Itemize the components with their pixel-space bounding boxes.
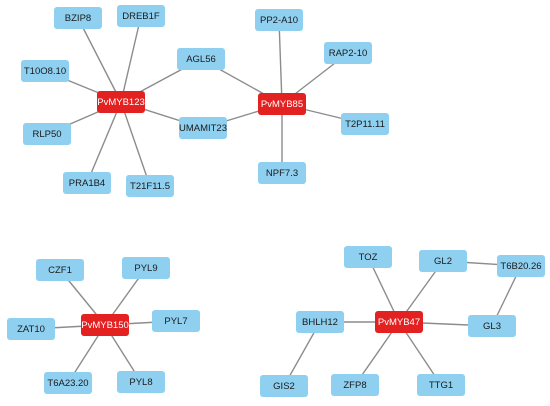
node-label: BZIP8: [65, 13, 91, 24]
gene-node-pyl9[interactable]: PYL9: [122, 257, 170, 279]
node-box: [177, 48, 225, 70]
gene-node-bhlh12[interactable]: BHLH12: [296, 311, 344, 333]
node-label: NPF7.3: [266, 168, 298, 179]
gene-node-t6b20-26[interactable]: T6B20.26: [497, 255, 545, 277]
gene-node-pra1b4[interactable]: PRA1B4: [63, 172, 111, 194]
node-label: PRA1B4: [69, 178, 105, 189]
gene-node-zfp8[interactable]: ZFP8: [331, 374, 379, 396]
gene-node-pyl7[interactable]: PYL7: [152, 310, 200, 332]
node-label: GL2: [434, 256, 452, 267]
gene-node-t10o8-10[interactable]: T10O8.10: [21, 60, 69, 82]
node-label: ZFP8: [343, 380, 366, 391]
node-box: [258, 93, 306, 115]
gene-node-gl3[interactable]: GL3: [468, 315, 516, 337]
node-box: [36, 259, 84, 281]
edge-pvmyb123-t21f11-5: [120, 101, 151, 187]
node-box: [419, 250, 467, 272]
node-box: [179, 117, 227, 139]
node-label: PYL9: [134, 263, 157, 274]
node-label: PYL8: [129, 377, 152, 388]
hub-node-pvmyb85[interactable]: PvMYB85: [258, 93, 306, 115]
node-box: [497, 255, 545, 277]
node-label: T6B20.26: [500, 261, 541, 272]
gene-node-pyl8[interactable]: PYL8: [117, 371, 165, 393]
gene-node-ttg1[interactable]: TTG1: [417, 374, 465, 396]
node-box: [21, 60, 69, 82]
node-label: PvMYB150: [81, 320, 129, 331]
node-box: [296, 311, 344, 333]
node-label: T21F11.5: [130, 181, 170, 192]
gene-node-zat10[interactable]: ZAT10: [7, 318, 55, 340]
node-label: DREB1F: [122, 11, 160, 22]
node-box: [468, 315, 516, 337]
node-box: [63, 172, 111, 194]
node-label: RLP50: [32, 129, 61, 140]
node-box: [44, 372, 92, 394]
gene-node-rlp50[interactable]: RLP50: [23, 123, 71, 145]
gene-node-rap2-10[interactable]: RAP2-10: [324, 42, 372, 64]
node-box: [417, 374, 465, 396]
node-label: GL3: [483, 321, 501, 332]
gene-node-t21f11-5[interactable]: T21F11.5: [126, 175, 174, 197]
gene-node-toz[interactable]: TOZ: [344, 246, 392, 268]
node-label: TTG1: [429, 380, 453, 391]
gene-node-pp2-a10[interactable]: PP2-A10: [255, 9, 303, 31]
node-box: [375, 311, 423, 333]
node-label: BHLH12: [302, 317, 338, 328]
node-box: [54, 7, 102, 29]
gene-node-czf1[interactable]: CZF1: [36, 259, 84, 281]
node-box: [260, 375, 308, 397]
gene-node-t2p11-11[interactable]: T2P11.11: [341, 113, 389, 135]
hub-node-pvmyb47[interactable]: PvMYB47: [375, 311, 423, 333]
edge-pvmyb123-pra1b4: [86, 101, 122, 184]
node-box: [344, 246, 392, 268]
edge-pvmyb123-bzip8: [77, 17, 122, 103]
node-label: TOZ: [359, 252, 378, 263]
edge-pvmyb85-pp2-a10: [278, 19, 283, 105]
node-label: PYL7: [164, 316, 187, 327]
node-box: [97, 91, 145, 113]
node-label: RAP2-10: [329, 48, 368, 59]
gene-node-agl56[interactable]: AGL56: [177, 48, 225, 70]
gene-node-gis2[interactable]: GIS2: [260, 375, 308, 397]
node-box: [341, 113, 389, 135]
node-label: PvMYB123: [97, 97, 145, 108]
gene-node-t6a23-20[interactable]: T6A23.20: [44, 372, 92, 394]
node-label: ZAT10: [17, 324, 45, 335]
node-box: [255, 9, 303, 31]
node-box: [331, 374, 379, 396]
node-box: [81, 314, 129, 336]
node-label: UMAMIT23: [179, 123, 227, 134]
gene-node-umamit23[interactable]: UMAMIT23: [179, 117, 227, 139]
gene-node-npf7-3[interactable]: NPF7.3: [258, 162, 306, 184]
node-label: PP2-A10: [260, 15, 298, 26]
node-label: T2P11.11: [345, 119, 385, 130]
edge-pvmyb123-dreb1f: [120, 15, 142, 103]
node-label: GIS2: [273, 381, 295, 392]
node-label: PvMYB85: [261, 99, 303, 110]
node-box: [122, 257, 170, 279]
node-box: [126, 175, 174, 197]
node-box: [258, 162, 306, 184]
node-label: T10O8.10: [24, 66, 66, 77]
gene-node-gl2[interactable]: GL2: [419, 250, 467, 272]
node-box: [117, 371, 165, 393]
hub-node-pvmyb150[interactable]: PvMYB150: [81, 314, 129, 336]
gene-node-bzip8[interactable]: BZIP8: [54, 7, 102, 29]
node-label: CZF1: [48, 265, 72, 276]
node-label: PvMYB47: [378, 317, 420, 328]
node-box: [117, 5, 165, 27]
node-box: [324, 42, 372, 64]
gene-node-dreb1f[interactable]: DREB1F: [117, 5, 165, 27]
node-box: [23, 123, 71, 145]
node-label: AGL56: [186, 54, 216, 65]
node-label: T6A23.20: [47, 378, 88, 389]
node-box: [7, 318, 55, 340]
hub-node-pvmyb123[interactable]: PvMYB123: [97, 91, 145, 113]
node-box: [152, 310, 200, 332]
